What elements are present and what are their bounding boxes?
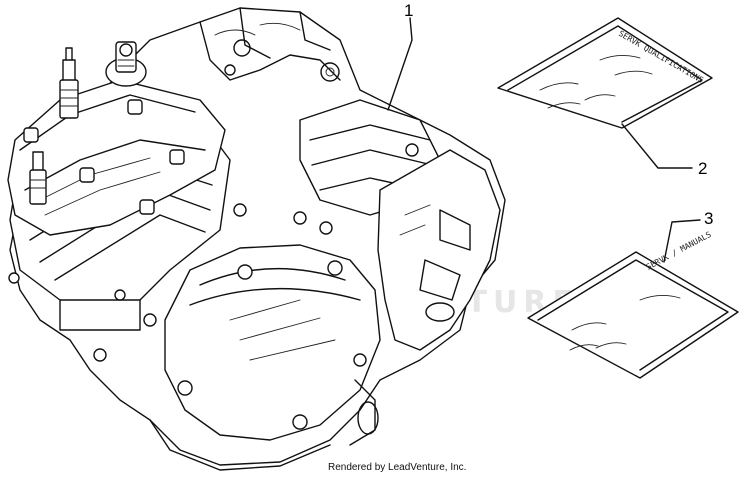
document-bag-2: SERVK QUALIFICATIONS: [497, 17, 713, 129]
document-bag-3: SERVK / MANUALS: [527, 230, 739, 379]
callout-2: 2: [621, 123, 707, 178]
head-nuts: [23, 99, 185, 215]
engine-assembly: [7, 7, 506, 471]
bag-3-label: SERVK / MANUALS: [645, 230, 713, 272]
render-credit: Rendered by LeadVenture, Inc.: [328, 462, 466, 473]
decompressor-valve: [105, 41, 147, 87]
callout-3-label: 3: [704, 209, 713, 228]
spark-plug: [29, 151, 47, 205]
spark-plug: [59, 47, 79, 119]
callout-1: 1: [387, 1, 413, 111]
callout-2-label: 2: [698, 159, 707, 178]
callout-1-label: 1: [404, 1, 413, 20]
callout-3: 3: [663, 209, 713, 263]
case-bolts: [8, 143, 419, 362]
